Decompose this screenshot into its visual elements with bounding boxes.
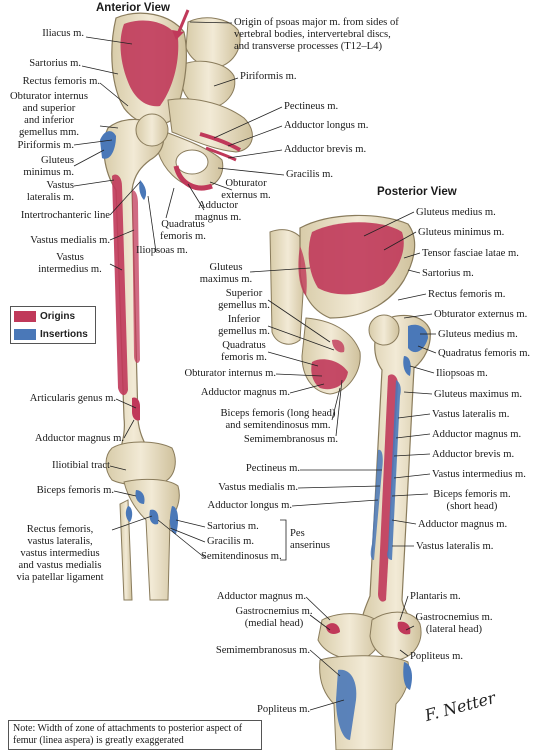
label-sartorius-pes: Sartorius m.	[207, 521, 259, 532]
label-semimembranosus-lower: Semimembranosus m.	[215, 645, 310, 656]
label-gluteus-medius-posterior: Gluteus medius m.	[416, 207, 496, 218]
label-pes-anserinus: Pes anserinus	[290, 528, 331, 551]
label-pectineus-anterior: Pectineus m.	[284, 101, 339, 112]
posterior-pelvis	[269, 214, 416, 395]
legend: Origins Insertions	[10, 306, 96, 344]
note-box: Note: Width of zone of attachments to po…	[8, 720, 262, 750]
label-popliteus-posterior: Popliteus m.	[410, 651, 463, 662]
label-vastus-intermedius-posterior: Vastus intermedius m.	[432, 469, 526, 480]
label-iliopsoas-anterior: Iliopsoas m.	[136, 245, 188, 256]
label-adductor-magnus-posterior-lower: Adductor magnus m.	[216, 591, 306, 602]
label-pectineus-posterior: Pectineus m.	[245, 463, 300, 474]
label-gastrocnemius-medial: Gastrocnemius m. (medial head)	[235, 606, 313, 629]
label-sartorius-posterior: Sartorius m.	[422, 268, 474, 279]
anterior-view-title: Anterior View	[96, 2, 170, 14]
label-gracilis-pes: Gracilis m.	[207, 536, 255, 547]
label-vastus-lateralis-posterior: Vastus lateralis m.	[432, 409, 510, 420]
label-iliacus: Iliacus m.	[42, 28, 84, 39]
label-gluteus-minimus-posterior: Gluteus minimus m.	[418, 227, 505, 238]
posterior-femur	[317, 314, 431, 750]
label-vastus-intermedius-anterior: Vastus intermedius m.	[38, 252, 102, 275]
label-plantaris: Plantaris m.	[410, 591, 461, 602]
label-adductor-magnus-posterior: Adductor magnus m.	[200, 387, 290, 398]
label-gluteus-maximus-posterior-right: Gluteus maximus m.	[434, 389, 522, 400]
label-biceps-femoris-short-head: Biceps femoris m. (short head)	[433, 489, 511, 512]
label-adductor-magnus-posterior-right-2: Adductor magnus m.	[418, 519, 508, 530]
label-obturator-internus-posterior: Obturator internus m.	[184, 368, 276, 379]
label-psoas-origin: Origin of psoas major m. from sides of v…	[234, 17, 399, 52]
label-vastus-lateralis-anterior: Vastus lateralis m.	[26, 180, 74, 203]
label-vastus-medialis-anterior: Vastus medialis m.	[30, 235, 110, 246]
legend-insertions: Insertions	[11, 325, 95, 343]
label-iliotibial-tract: Iliotibial tract	[52, 460, 110, 471]
posterior-view-title: Posterior View	[377, 186, 457, 198]
label-gluteus-maximus-posterior: Gluteus maximus m.	[199, 262, 253, 285]
label-iliopsoas-posterior: Iliopsoas m.	[436, 368, 488, 379]
label-rectus-femoris: Rectus femoris m.	[22, 76, 100, 87]
label-obturator-internus-gemellus: Obturator internus and superior and infe…	[10, 91, 88, 138]
label-gluteus-minimus-anterior: Gluteus minimus m.	[23, 155, 74, 178]
legend-origins: Origins	[11, 307, 95, 325]
label-quadratus-femoris-posterior-right: Quadratus femoris m.	[438, 348, 531, 359]
label-gracilis-anterior: Gracilis m.	[286, 169, 334, 180]
label-gastrocnemius-lateral: Gastrocnemius m. (lateral head)	[415, 612, 493, 635]
label-piriformis-anterior-right: Piriformis m.	[240, 71, 297, 82]
label-adductor-brevis-posterior: Adductor brevis m.	[432, 449, 515, 460]
label-adductor-brevis-anterior: Adductor brevis m.	[284, 144, 367, 155]
label-gluteus-medius-posterior-2: Gluteus medius m.	[438, 329, 518, 340]
label-sartorius: Sartorius m.	[29, 58, 81, 69]
label-quadratus-femoris-anterior: Quadratus femoris m.	[160, 219, 206, 242]
anterior-pelvis	[111, 9, 253, 191]
label-intertrochanteric-line: Intertrochanteric line	[20, 210, 110, 221]
label-inferior-gemellus: Inferior gemellus m.	[218, 314, 270, 337]
label-biceps-semitendinosus: Biceps femoris (long head) and semitendi…	[220, 408, 336, 431]
label-adductor-magnus-posterior-right: Adductor magnus m.	[432, 429, 522, 440]
label-semimembranosus-posterior: Semimembranosus m.	[243, 434, 338, 445]
label-quadratus-femoris-posterior: Quadratus femoris m.	[221, 340, 267, 363]
label-superior-gemellus: Superior gemellus m.	[218, 288, 270, 311]
label-patellar-ligament-group: Rectus femoris, vastus lateralis, vastus…	[16, 524, 104, 583]
label-adductor-magnus-anterior-right: Adductor magnus m.	[194, 200, 242, 223]
label-adductor-longus-posterior: Adductor longus m.	[207, 500, 292, 511]
label-vastus-medialis-posterior: Vastus medialis m.	[218, 482, 298, 493]
label-tensor-fasciae-latae: Tensor fasciae latae m.	[422, 248, 519, 259]
leader-lines	[73, 21, 437, 711]
label-adductor-longus-anterior: Adductor longus m.	[284, 120, 369, 131]
label-popliteus-lower-left: Popliteus m.	[257, 704, 310, 715]
label-vastus-lateralis-posterior-2: Vastus lateralis m.	[416, 541, 494, 552]
origin-swatch	[14, 310, 36, 322]
insertion-swatch	[14, 328, 36, 340]
label-rectus-femoris-posterior: Rectus femoris m.	[428, 289, 506, 300]
label-adductor-magnus-anterior: Adductor magnus m.	[34, 433, 124, 444]
label-obturator-externus-posterior: Obturator externus m.	[434, 309, 528, 320]
label-obturator-externus-anterior: Obturator externus m.	[221, 178, 271, 201]
label-biceps-femoris-anterior: Biceps femoris m.	[36, 485, 114, 496]
label-semitendinosus-pes: Semitendinosus m.	[201, 551, 282, 562]
label-piriformis-anterior: Piriformis m.	[17, 140, 74, 151]
anterior-femur	[100, 113, 180, 601]
label-articularis-genus: Articularis genus m.	[29, 393, 116, 404]
